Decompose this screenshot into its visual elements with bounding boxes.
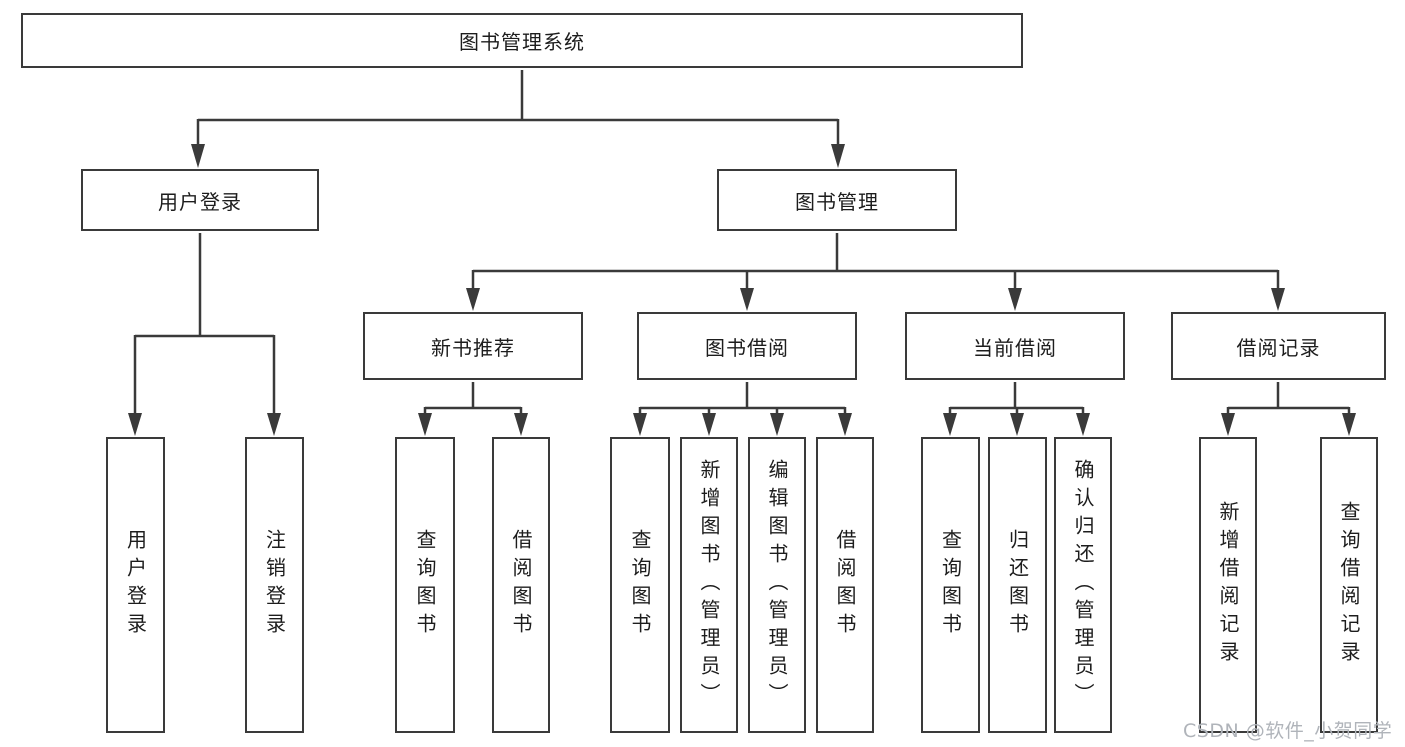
leaf-nb-query-books-label: 查询图书	[413, 529, 437, 641]
leaf-cb-confirm-return-admin: 确认归还（管理员）	[1054, 437, 1112, 733]
leaf-nb-query-books: 查询图书	[395, 437, 455, 733]
leaf-logout: 注销登录	[245, 437, 304, 733]
leaf-bb-add-books-admin: 新增图书（管理员）	[680, 437, 738, 733]
leaf-br-query-borrow-record-label: 查询借阅记录	[1337, 501, 1361, 669]
leaf-br-add-borrow-record-label: 新增借阅记录	[1216, 501, 1240, 669]
csdn-watermark: CSDN @软件_小贺同学	[1183, 720, 1393, 742]
leaf-bb-borrow-books: 借阅图书	[816, 437, 874, 733]
leaf-br-query-borrow-record: 查询借阅记录	[1320, 437, 1378, 733]
leaf-br-add-borrow-record: 新增借阅记录	[1199, 437, 1257, 733]
leaf-bb-query-books: 查询图书	[610, 437, 670, 733]
leaf-nb-borrow-books: 借阅图书	[492, 437, 550, 733]
node-book-borrow: 图书借阅	[637, 312, 857, 380]
node-new-book-recommend: 新书推荐	[363, 312, 583, 380]
arrowheads	[128, 144, 1356, 436]
leaf-cb-query-books: 查询图书	[921, 437, 980, 733]
node-user-login: 用户登录	[81, 169, 319, 231]
leaf-bb-edit-books-admin: 编辑图书（管理员）	[748, 437, 806, 733]
leaf-user-login-label: 用户登录	[123, 529, 148, 641]
leaf-cb-query-books-label: 查询图书	[938, 529, 963, 641]
leaf-logout-label: 注销登录	[262, 529, 287, 641]
leaf-cb-return-books: 归还图书	[988, 437, 1047, 733]
node-current-borrow: 当前借阅	[905, 312, 1125, 380]
node-borrow-records: 借阅记录	[1171, 312, 1386, 380]
leaf-cb-confirm-return-admin-label: 确认归还（管理员）	[1071, 459, 1095, 711]
leaf-cb-return-books-label: 归还图书	[1005, 529, 1030, 641]
leaf-bb-query-books-label: 查询图书	[628, 529, 652, 641]
node-root: 图书管理系统	[21, 13, 1023, 68]
node-book-management: 图书管理	[717, 169, 957, 231]
leaf-bb-borrow-books-label: 借阅图书	[833, 529, 857, 641]
leaf-nb-borrow-books-label: 借阅图书	[509, 529, 533, 641]
leaf-user-login: 用户登录	[106, 437, 165, 733]
leaf-bb-edit-books-admin-label: 编辑图书（管理员）	[765, 459, 789, 711]
leaf-bb-add-books-admin-label: 新增图书（管理员）	[697, 459, 721, 711]
